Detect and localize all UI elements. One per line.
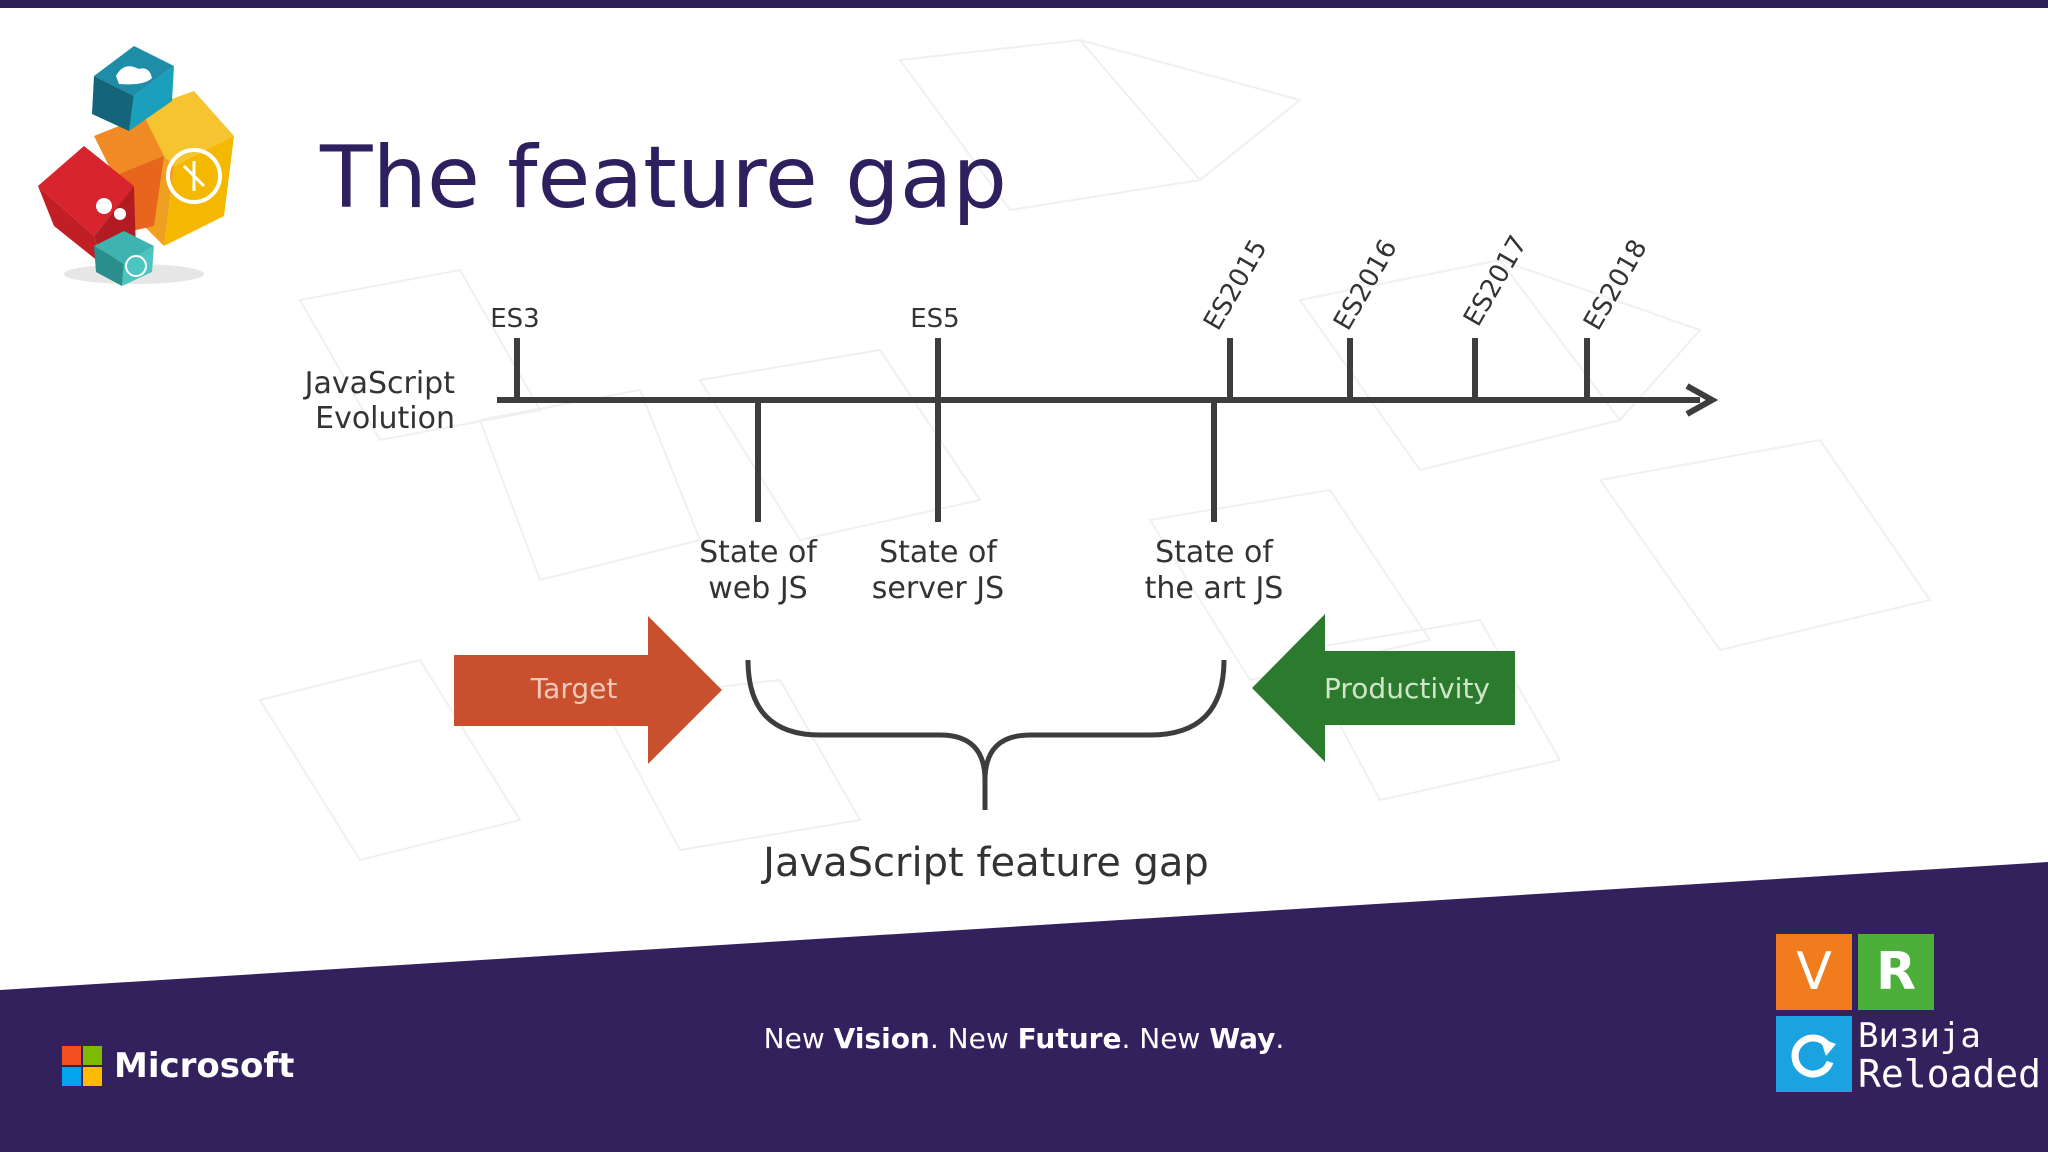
tagline-part: New [763, 1022, 834, 1055]
tagline-way: Way [1209, 1022, 1276, 1055]
tagline-future: Future [1017, 1022, 1122, 1055]
tagline-part: . [1275, 1022, 1285, 1055]
gap-label: JavaScript feature gap [760, 840, 1209, 886]
version-label-es5: ES5 [910, 304, 959, 334]
version-label-es3: ES3 [490, 304, 539, 334]
top-bar [0, 0, 2048, 8]
state-web-line1: State of [699, 535, 818, 570]
productivity-label: Productivity [1324, 672, 1490, 705]
state-art-line2: the art JS [1145, 571, 1284, 606]
cube-logo-icon [38, 46, 234, 286]
state-server-line1: State of [879, 535, 998, 570]
vr-text-vizija: Визија [1858, 1016, 1981, 1056]
microsoft-brand-text: Microsoft [114, 1046, 295, 1086]
state-web-line2: web JS [708, 571, 807, 606]
state-server-line2: server JS [872, 571, 1004, 606]
timeline-arrowhead-icon [1685, 383, 1719, 417]
tagline-vision: Vision [833, 1022, 930, 1055]
tagline: New Vision. New Future. New Way. [0, 1022, 2048, 1055]
target-arrow-icon [454, 616, 722, 764]
refresh-icon [1776, 1016, 1852, 1092]
tagline-part: . New [1121, 1022, 1210, 1055]
axis-label-line1: JavaScript [303, 366, 456, 401]
vr-tile-v: V [1776, 934, 1852, 1010]
target-label: Target [530, 672, 618, 705]
vr-text-reloaded: Reloaded [1858, 1052, 2042, 1096]
vr-tile-r: R [1858, 934, 1934, 1010]
tagline-part: . New [929, 1022, 1018, 1055]
state-art-line1: State of [1155, 535, 1274, 570]
productivity-arrow-icon [1252, 614, 1515, 762]
microsoft-windows-icon [62, 1046, 102, 1086]
slide-title: The feature gap [320, 128, 1007, 228]
microsoft-logo: Microsoft [62, 1046, 294, 1086]
vizija-reloaded-logo: V R Визија Reloaded [1776, 934, 2041, 1096]
axis-label-line2: Evolution [315, 401, 455, 436]
gap-brace-icon [745, 659, 1227, 810]
